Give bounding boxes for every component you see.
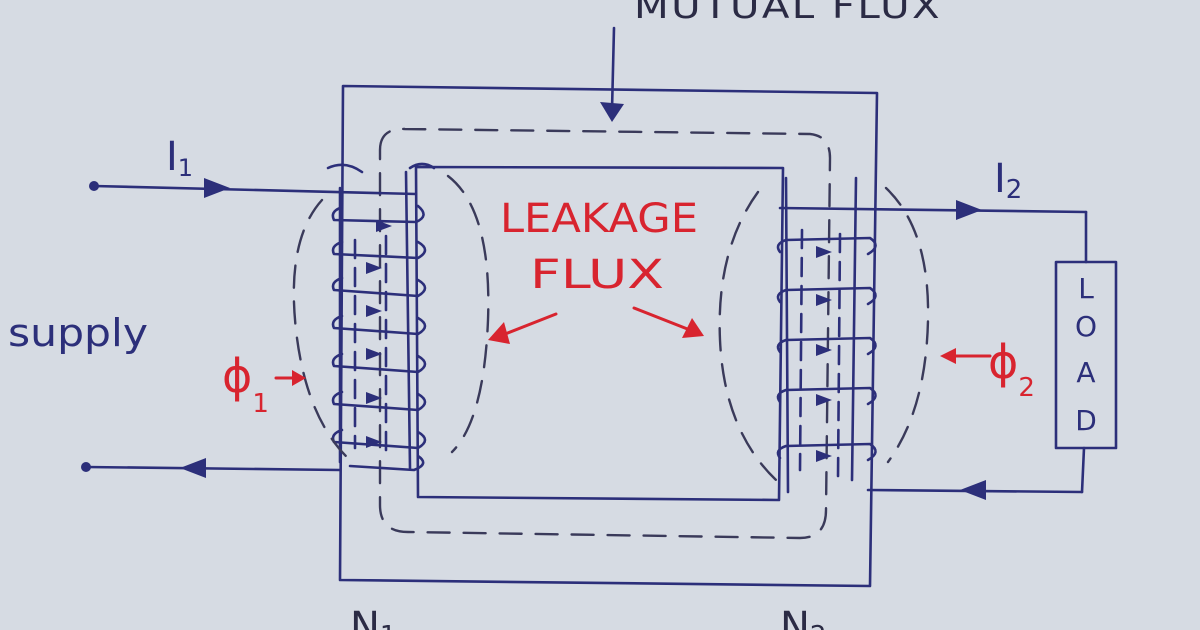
primary-turns-label: N1 [350, 604, 396, 630]
load-letter: L [1078, 272, 1094, 305]
primary-leakage-phi-label: ϕ1 [222, 349, 269, 419]
mutual-flux-label: MUTUAL FLUX [634, 0, 942, 27]
load-letter: O [1075, 310, 1097, 343]
leakage-flux-label-line2: FLUX [530, 252, 664, 298]
load-wires [778, 200, 1088, 500]
secondary-turns-label: N2 [780, 604, 826, 630]
secondary-current-label: I2 [994, 156, 1022, 205]
mutual-flux-path [378, 127, 832, 540]
supply-wires [81, 178, 418, 478]
load-letter: D [1075, 404, 1097, 437]
load-box: L O A D [1054, 260, 1118, 450]
primary-current-label: I1 [166, 134, 193, 182]
secondary-leakage-phi-label: ϕ2 [988, 335, 1035, 403]
leakage-flux-arrows [274, 306, 992, 386]
load-letter: A [1076, 356, 1095, 389]
secondary-coil [776, 176, 877, 494]
supply-label: supply [8, 311, 148, 355]
primary-coil [326, 162, 436, 472]
transformer-core [338, 84, 879, 588]
leakage-flux-paths [292, 174, 930, 482]
mutual-flux-pointer [600, 26, 624, 122]
leakage-flux-label-line1: LEAKAGE [500, 196, 698, 242]
